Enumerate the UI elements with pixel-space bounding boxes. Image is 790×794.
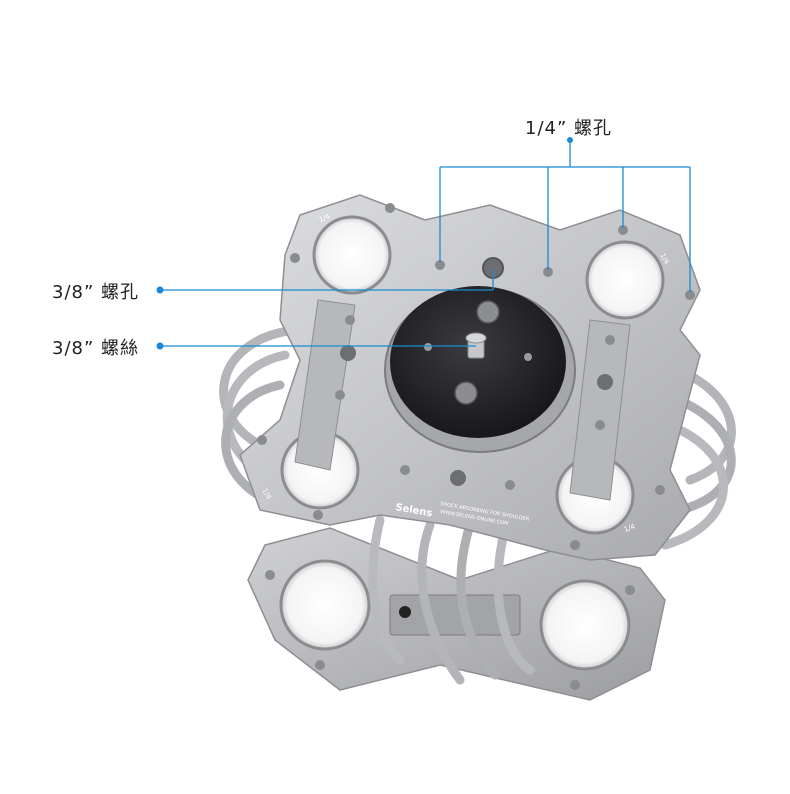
callout-dot-screw [156,342,164,350]
callout-label-three-eighths-screw: 3/8” 螺絲 [52,338,140,359]
callout-dot-quarter [567,137,573,143]
callout-label-quarter-hole: 1/4” 螺孔 [525,118,613,139]
upper-plate: Selens SHOCK ABSORBING FOR SHOULDER WWW.… [239,194,701,561]
scale-mark: 1/4 [318,212,332,224]
callout-dots [156,137,573,350]
callout-label-three-eighths-hole: 3/8” 螺孔 [52,282,140,303]
callout-lines [160,140,691,347]
callout-dot-hole [156,286,164,294]
scale-mark: 1/4 [623,522,637,534]
lower-plate [247,527,666,701]
